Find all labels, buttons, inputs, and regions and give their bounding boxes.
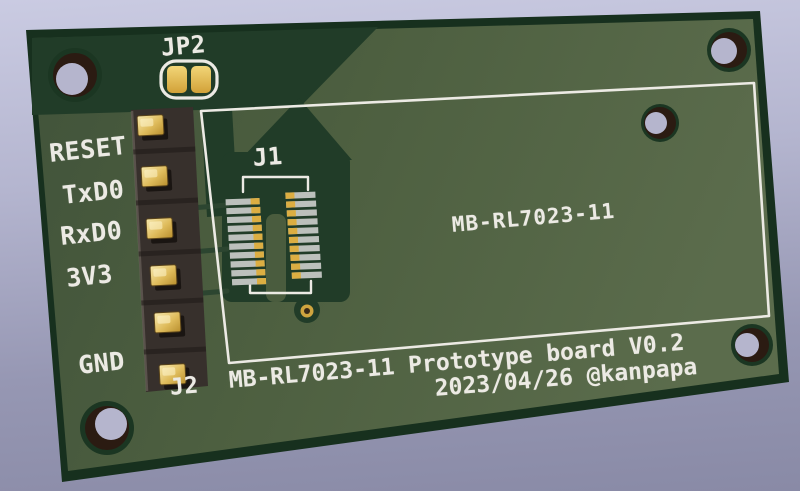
header-notch xyxy=(138,248,201,257)
header-notch xyxy=(141,297,204,306)
j1-bracket-top xyxy=(241,175,310,194)
pin-label-reset: RESET xyxy=(47,130,129,168)
via xyxy=(300,304,314,318)
jp2-outline xyxy=(159,59,219,100)
pin-highlight xyxy=(149,221,163,230)
j1-bracket-bottom xyxy=(248,279,313,295)
pin-label-txd0: TxD0 xyxy=(60,174,126,210)
hole-through xyxy=(56,63,88,95)
j2-label: J2 xyxy=(168,372,200,401)
smd-pad-gold xyxy=(290,254,300,261)
mounting-hole-top-left xyxy=(48,48,102,102)
smd-pad-gold xyxy=(254,242,264,249)
smd-pad-gold xyxy=(287,218,297,226)
jp2-label: JP2 xyxy=(159,30,207,62)
hole-through xyxy=(711,38,737,64)
smd-pad-gold xyxy=(288,236,299,244)
header-notch xyxy=(133,146,196,155)
smd-pad-gold xyxy=(286,210,296,217)
zone-notch xyxy=(266,214,286,302)
j1-right-pads xyxy=(285,191,322,279)
pin-highlight xyxy=(144,169,158,178)
header-segments xyxy=(133,146,206,355)
smd-pad-gold xyxy=(291,272,301,279)
pin-label-gnd: GND xyxy=(76,346,127,380)
pin-highlight xyxy=(140,118,154,127)
pin-label-3v3: 3V3 xyxy=(64,259,115,293)
header-pins xyxy=(136,114,191,390)
header-pin xyxy=(140,165,173,192)
j1-label: J1 xyxy=(251,141,284,172)
smd-pad-gold xyxy=(255,260,265,267)
smd-pad-gold xyxy=(251,215,262,223)
smd-pad-gold xyxy=(256,277,267,285)
header-pin xyxy=(145,217,178,244)
mounting-hole-top-right xyxy=(707,28,751,72)
pin-label-rxd0: RxD0 xyxy=(58,215,124,251)
header-pin xyxy=(153,311,186,338)
smd-pad-gold xyxy=(256,269,266,276)
module-outline xyxy=(199,81,771,365)
smd-pad-gold xyxy=(285,192,295,199)
pin-highlight xyxy=(157,315,171,324)
smd-pad-gold xyxy=(252,224,262,232)
mounting-hole-bottom-left xyxy=(80,401,134,455)
pin-highlight xyxy=(162,367,176,376)
j1-left-pads xyxy=(225,198,267,286)
smd-pad-gold xyxy=(251,206,261,214)
smd-pad-gold xyxy=(289,245,299,253)
header-pin xyxy=(136,114,169,141)
jp2-pads xyxy=(167,66,211,93)
header-pin xyxy=(158,363,191,390)
header-edge-highlight xyxy=(130,110,149,392)
module-hole xyxy=(641,104,679,142)
hole-through xyxy=(735,333,759,357)
hole-through xyxy=(95,408,127,440)
hole-through xyxy=(645,112,667,134)
smd-pad-gold xyxy=(253,233,263,241)
pin-highlight xyxy=(153,268,167,277)
header-pin xyxy=(149,264,182,291)
header-notch xyxy=(143,346,206,355)
smd-pad-gold xyxy=(286,201,296,208)
smd-pad-gold xyxy=(254,251,264,258)
header-notch xyxy=(135,197,199,206)
mounting-hole-bottom-right xyxy=(731,324,773,366)
smd-pad-gold xyxy=(291,263,301,270)
smd-pad-gold xyxy=(250,198,260,205)
smd-pad-gold xyxy=(288,227,298,235)
